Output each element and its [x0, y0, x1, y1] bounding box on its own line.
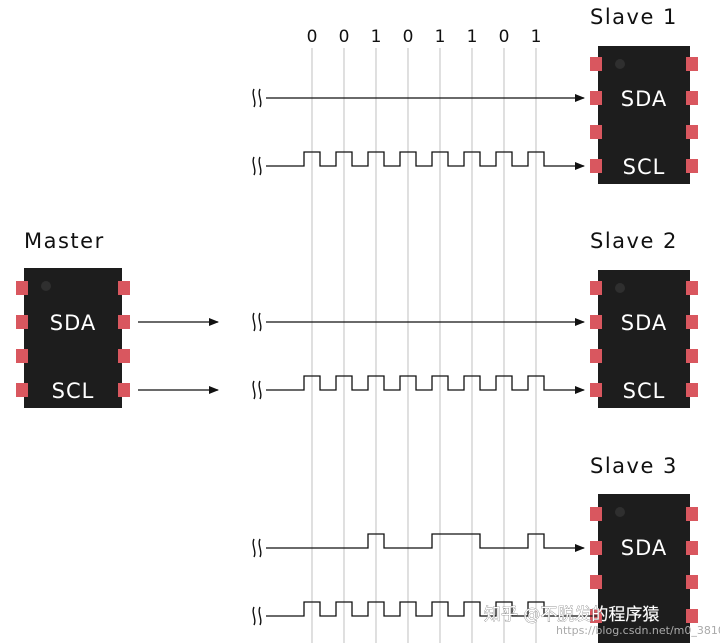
slave-1-sda-label: SDA — [621, 87, 668, 111]
slave-3-sda-label: SDA — [621, 536, 668, 560]
watermark-text: 知乎 @不脱发的程序猿 — [484, 605, 659, 625]
bit-gridlines — [311, 48, 537, 643]
bit-label: 0 — [339, 27, 350, 47]
break-mark — [258, 606, 262, 626]
chip-pin — [16, 315, 28, 329]
slave-2-sda-label: SDA — [621, 311, 668, 335]
chip-pin — [590, 575, 602, 589]
chip-pin — [590, 91, 602, 105]
slave-3-sda-waveform — [266, 533, 585, 552]
watermark-url: https://blog.csdn.net/m0_38106923 — [556, 624, 720, 637]
break-mark — [252, 606, 256, 626]
bit-label: 1 — [467, 27, 478, 47]
bit-label: 1 — [531, 27, 542, 47]
chip-pin — [118, 349, 130, 363]
chip-pin — [686, 575, 698, 589]
master-sda-label: SDA — [50, 311, 97, 335]
chip-pin — [686, 507, 698, 521]
chip-pin — [590, 541, 602, 555]
chip-pin — [686, 541, 698, 555]
break-mark — [252, 312, 256, 332]
break-mark — [258, 380, 262, 400]
chip-pin — [686, 159, 698, 173]
bit-label: 1 — [371, 27, 382, 47]
break-mark — [258, 538, 262, 558]
chip-pin — [686, 91, 698, 105]
chip-pin — [16, 281, 28, 295]
chip-pin — [590, 281, 602, 295]
chip-pin — [590, 159, 602, 173]
master-scl-label: SCL — [52, 379, 95, 403]
bit-sequence: 0 0 1 0 1 1 0 1 — [307, 27, 542, 47]
slave-1-scl-label: SCL — [623, 155, 666, 179]
slave-3-title: Slave 3 — [590, 454, 678, 478]
chip-pin — [686, 315, 698, 329]
chip-pin — [16, 383, 28, 397]
chip-pin — [590, 349, 602, 363]
bit-label: 0 — [307, 27, 318, 47]
chip-pin — [16, 349, 28, 363]
chip-pin — [118, 281, 130, 295]
slave-2-chip: SDA SCL — [590, 270, 698, 408]
break-mark — [252, 88, 256, 108]
chip-pin — [686, 383, 698, 397]
bit-label: 0 — [499, 27, 510, 47]
chip-pin — [118, 315, 130, 329]
chip-pin — [686, 57, 698, 71]
slave-1-title: Slave 1 — [590, 5, 678, 29]
slave-1-chip: SDA SCL — [590, 46, 698, 184]
chip-pin — [686, 349, 698, 363]
chip-pin — [686, 609, 698, 623]
slave-3-scl-waveform — [266, 601, 598, 617]
slave-2-scl-label: SCL — [623, 379, 666, 403]
chip-pin — [590, 383, 602, 397]
bit-label: 0 — [403, 27, 414, 47]
chip-pin — [590, 507, 602, 521]
break-mark — [252, 380, 256, 400]
chip-pin — [590, 315, 602, 329]
master-chip: SDA SCL — [16, 268, 130, 408]
break-mark — [258, 88, 262, 108]
chip-pin — [686, 281, 698, 295]
chip-pin — [686, 125, 698, 139]
bit-label: 1 — [435, 27, 446, 47]
slave-2-title: Slave 2 — [590, 229, 678, 253]
slave-2-scl-waveform — [266, 375, 585, 394]
slave-1-scl-waveform — [266, 151, 585, 170]
slave-3-chip: SDA — [590, 494, 698, 643]
master-title: Master — [24, 229, 105, 253]
break-mark — [252, 156, 256, 176]
chip-pin — [590, 125, 602, 139]
break-mark — [252, 538, 256, 558]
break-mark — [258, 156, 262, 176]
line-break-symbols — [252, 88, 262, 626]
chip-pin — [590, 57, 602, 71]
chip-pin — [118, 383, 130, 397]
break-mark — [258, 312, 262, 332]
